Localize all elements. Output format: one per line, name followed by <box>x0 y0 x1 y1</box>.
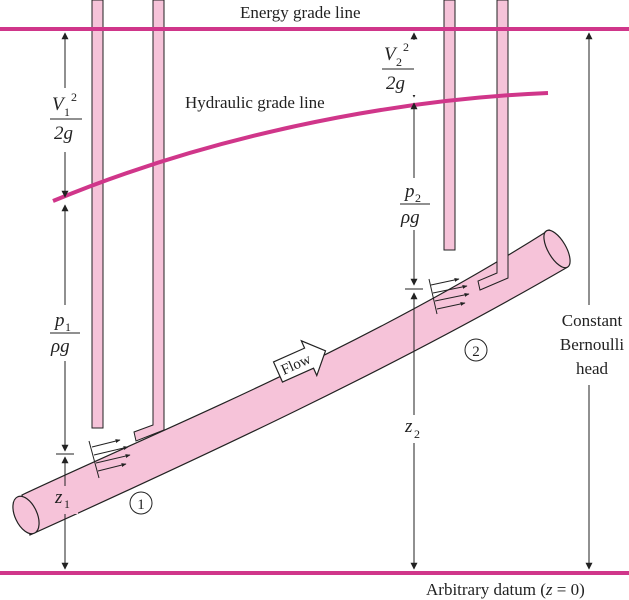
velocity-head-1: V 1 2 2g <box>48 88 84 152</box>
svg-text:2: 2 <box>71 90 77 104</box>
svg-text:ρg: ρg <box>50 336 70 357</box>
pipe <box>21 229 567 536</box>
energy-grade-line-label: Energy grade line <box>240 3 361 22</box>
constant-label-mask <box>550 305 629 385</box>
svg-text:V: V <box>52 94 66 115</box>
svg-text:2: 2 <box>415 191 421 205</box>
station-1-label: 1 <box>137 497 145 513</box>
svg-text:z: z <box>404 416 413 437</box>
station-2-circle <box>464 338 488 362</box>
velocity-profile-1 <box>88 439 131 479</box>
svg-text:1: 1 <box>64 497 70 511</box>
elevation-head-2: z 2 <box>402 415 428 443</box>
elevation-head-1: z 1 <box>52 486 78 514</box>
svg-text:z: z <box>54 487 63 508</box>
head-label: head <box>576 359 609 378</box>
hydraulic-grade-line-label: Hydraulic grade line <box>185 93 325 112</box>
station-1-circle <box>129 491 153 515</box>
pressure-head-2: p 2 ρg <box>396 178 434 230</box>
svg-text:1: 1 <box>65 320 71 334</box>
piezometer-tube-2 <box>443 0 456 251</box>
pressure-head-1: p 1 ρg <box>46 305 84 361</box>
svg-text:V: V <box>384 44 398 65</box>
svg-text:ρg: ρg <box>400 207 420 228</box>
pipe-inlet-end <box>12 495 40 535</box>
pipe-outlet-end <box>543 229 571 269</box>
svg-text:2g: 2g <box>386 73 405 94</box>
bernoulli-label: Bernoulli <box>560 335 624 354</box>
svg-text:p: p <box>403 181 415 202</box>
svg-text:p: p <box>53 310 65 331</box>
station-2-label: 2 <box>472 344 480 360</box>
svg-text:1: 1 <box>64 105 70 119</box>
constant-label: Constant <box>562 311 623 330</box>
velocity-profile-2 <box>428 277 470 315</box>
svg-text:2g: 2g <box>54 123 73 144</box>
datum-label: Arbitrary datum (z = 0) <box>426 580 585 599</box>
svg-text:2: 2 <box>396 55 402 69</box>
pitot-tube-2 <box>477 0 509 291</box>
svg-text:2: 2 <box>403 40 409 54</box>
svg-text:2: 2 <box>414 427 420 441</box>
velocity-head-2: V 2 2 2g <box>380 40 420 95</box>
hydraulic-grade-line <box>52 91 549 203</box>
pitot-tube-1 <box>133 0 165 442</box>
piezometer-tube-1 <box>91 0 104 429</box>
